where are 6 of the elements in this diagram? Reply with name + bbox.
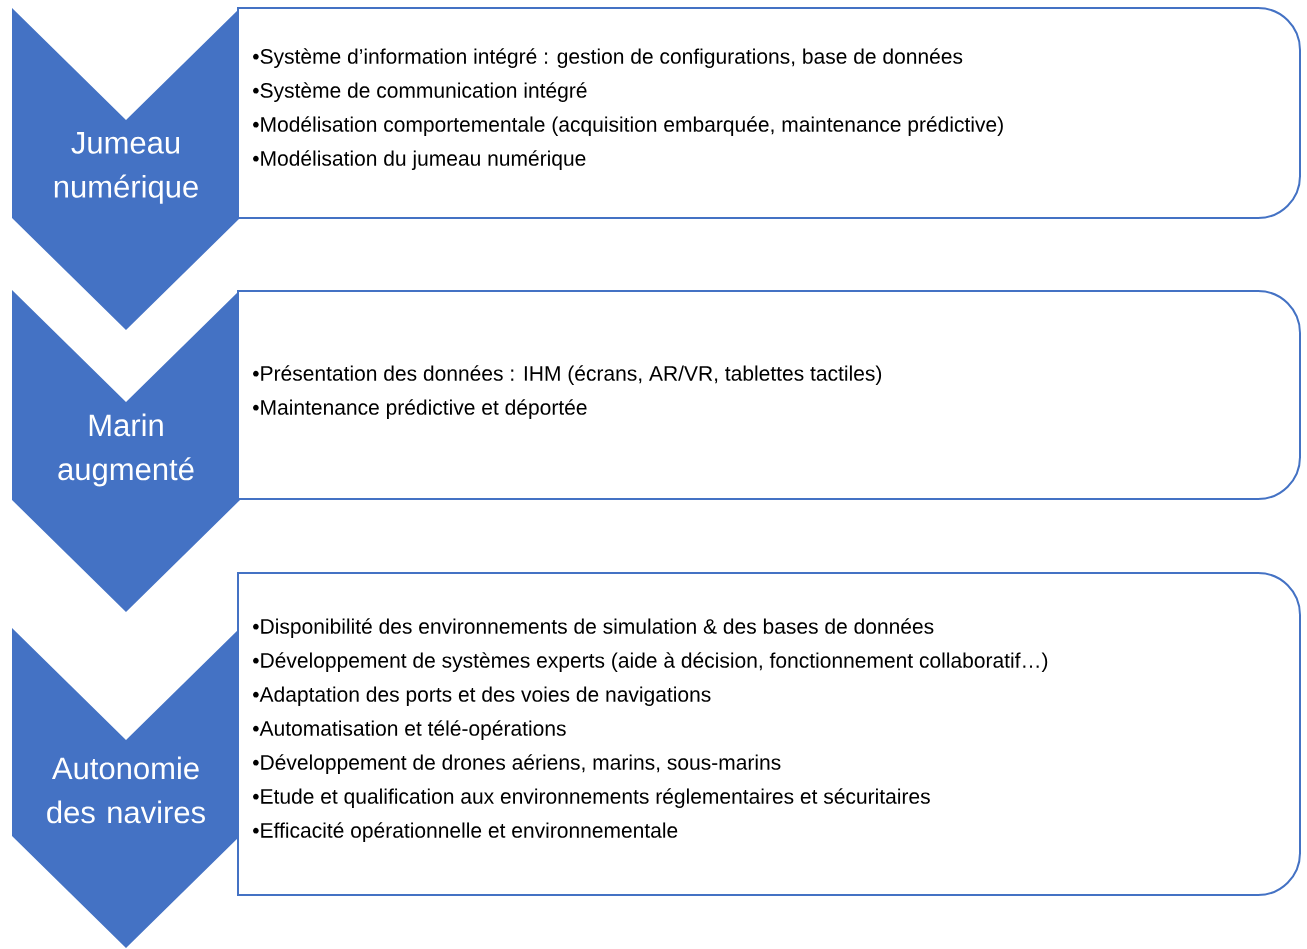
chevron-band: Marin augmenté (12, 290, 240, 612)
chevron-band: Jumeau numérique (12, 8, 240, 330)
content-box: •Présentation des données : IHM (écrans, AR/VR, tablettes tactiles) •Maintenance prédictive et déportée (237, 290, 1301, 500)
content-box: •Disponibilité des environnements de simulation & des bases de données •Développement de systèmes experts (aide à décision, fonctionnement collaboratif…) •Adaptation des ports et des voies de navigations •Automatisation et télé-opérations •Développement de drones aériens, marins, sous-marins •Etude et qualification aux environnements réglementaires et sécuritaires •Efficacité opérationnelle et environnementale (237, 572, 1301, 896)
content-box: •Système d’information intégré : gestion de configurations, base de données •Système de communication intégré •Modélisation comportementale (acquisition embarquée, maintenance prédictive) •Modélisation du jumeau numérique (237, 7, 1301, 219)
chevron-band: Autonomie des navires (12, 628, 240, 948)
